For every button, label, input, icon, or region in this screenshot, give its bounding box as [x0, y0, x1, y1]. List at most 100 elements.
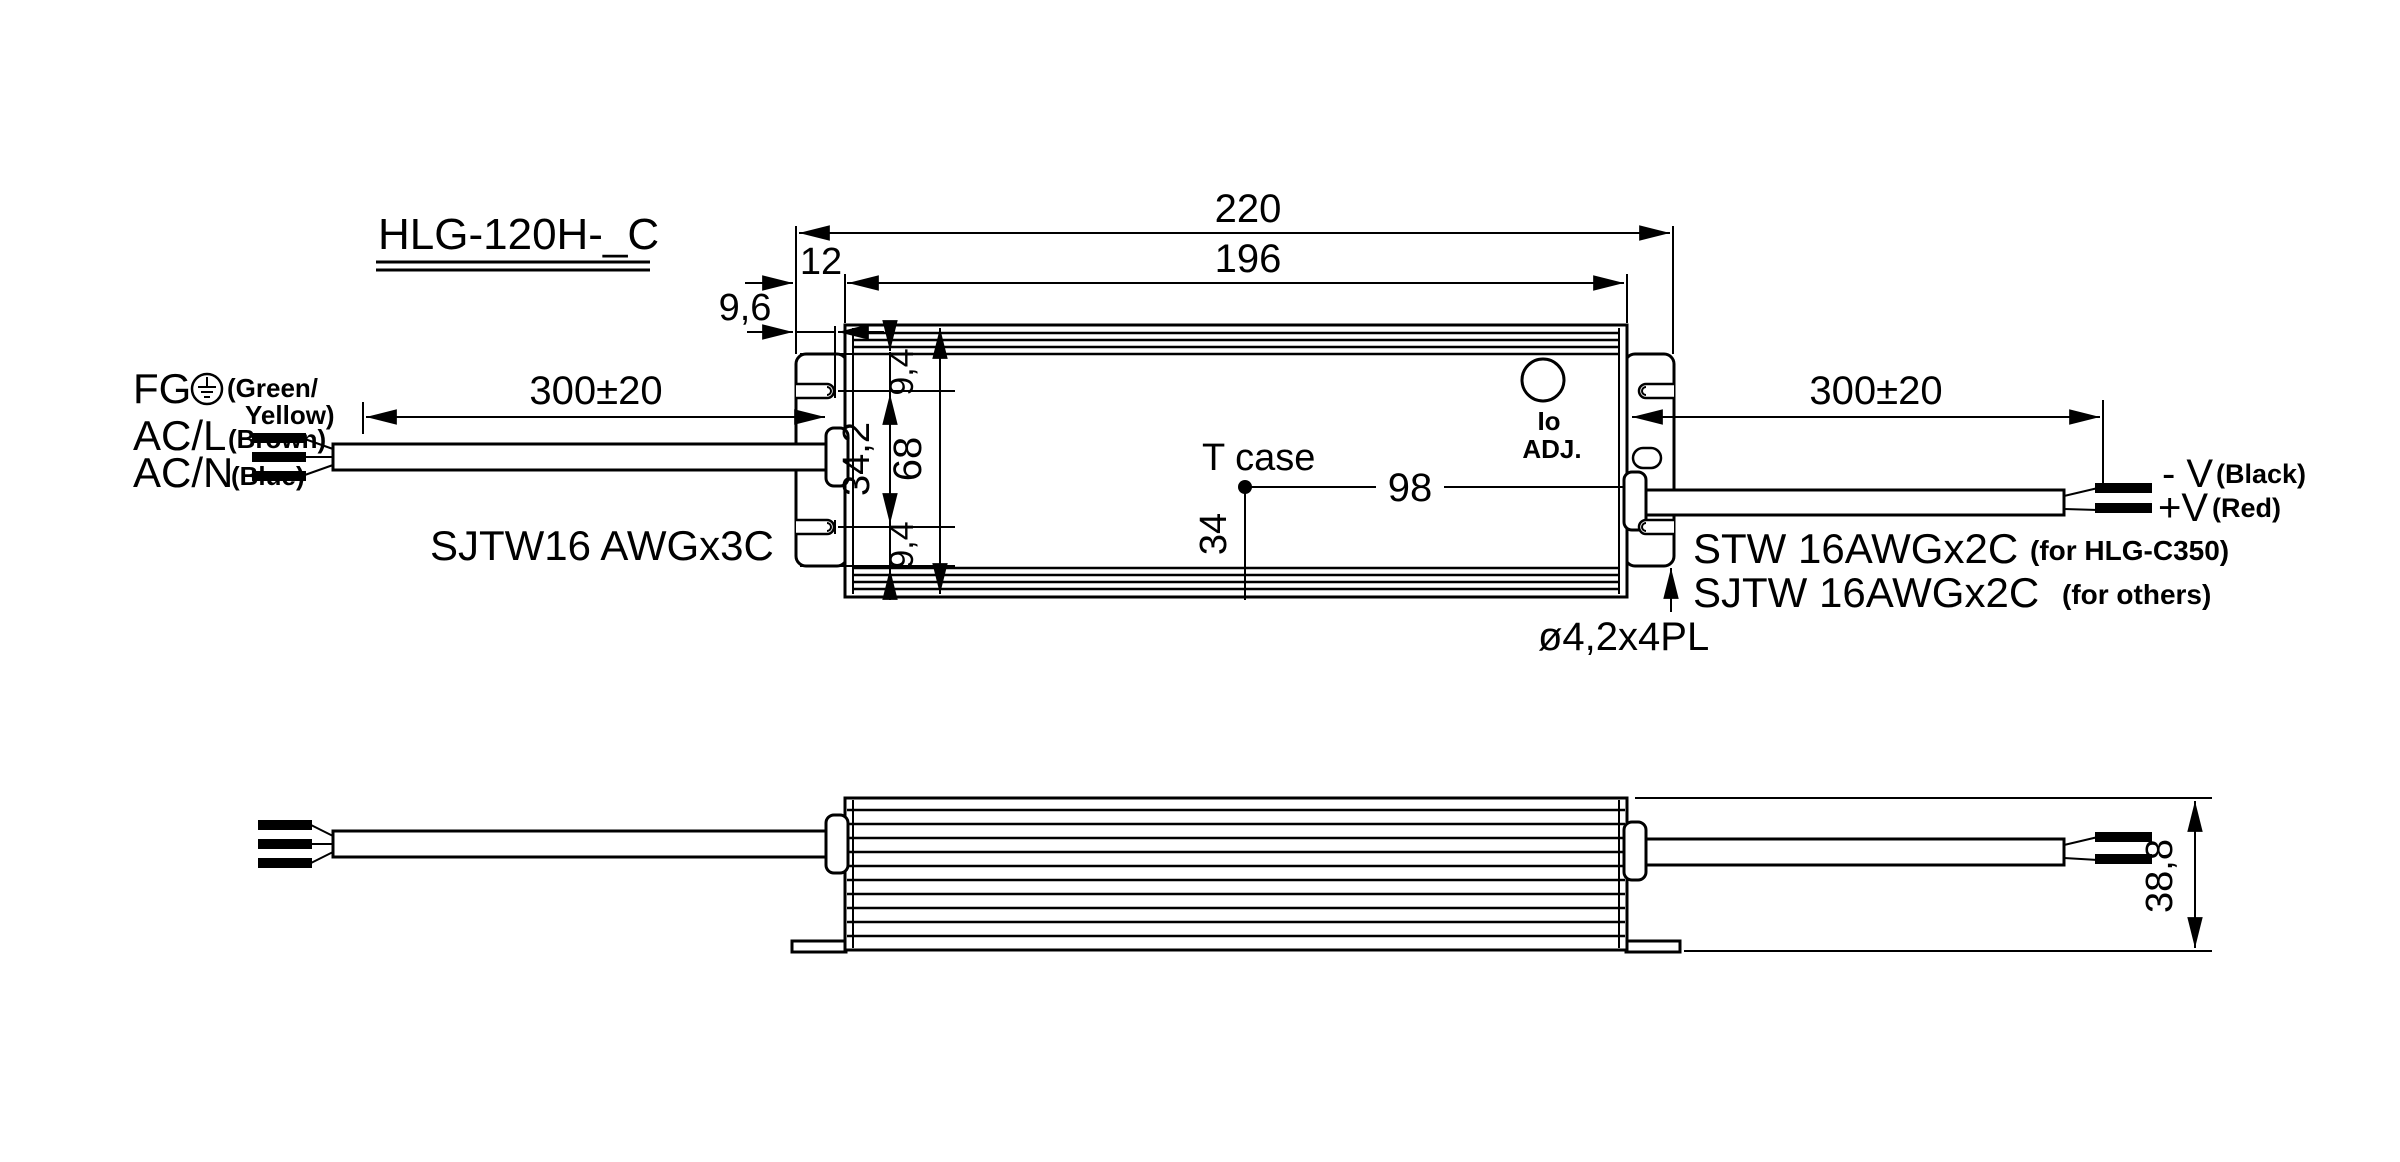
side-output-tip-2	[2095, 854, 2152, 864]
side-input-cable	[258, 820, 829, 868]
dim-slot-top-offset: 9,4	[883, 348, 921, 395]
vertical-dimensions: 9,4 34,2 9,4 68	[800, 320, 955, 600]
fg-label: FG	[133, 365, 191, 412]
height-dimension: 38,8	[1635, 797, 2212, 952]
dim-slot-spacing: 34,2	[836, 422, 878, 496]
side-output-tip-1	[2095, 832, 2152, 842]
output-wire-tip-vminus	[2095, 483, 2152, 493]
input-cable-jacket	[331, 442, 832, 472]
side-output-strand-1	[2063, 836, 2099, 846]
input-cable-gland	[824, 426, 850, 488]
dim-slot-edge-offset: 9,6	[719, 287, 772, 329]
side-input-tip-3	[258, 858, 312, 868]
side-input-tip-1	[258, 820, 312, 830]
left-bracket-foot	[790, 939, 848, 954]
dim-output-cable-length: 300±20	[1809, 369, 1942, 413]
adjustment-potentiometer-icon	[1520, 357, 1566, 403]
dim-bracket-offset: 12	[800, 241, 842, 283]
left-bracket-slots	[796, 382, 836, 536]
input-cable	[252, 433, 832, 481]
side-input-strand-1	[310, 824, 334, 837]
top-view: Io ADJ. T case 98 34 220 196	[133, 187, 2306, 659]
input-wire-strand-1	[301, 437, 334, 450]
v-minus-label: - V	[2162, 452, 2213, 496]
side-input-cable-jacket	[331, 829, 829, 859]
adj-label-line1: Io	[1537, 406, 1560, 436]
case-body-top-view	[843, 323, 1629, 599]
ac-neutral-label: AC/N	[133, 449, 233, 496]
right-slot-bottom-screw-mark	[1641, 522, 1647, 532]
right-slot-top-screw-mark	[1641, 386, 1647, 396]
case-bottom-grooves	[853, 566, 1619, 591]
input-wire-tip-line	[252, 452, 306, 462]
ac-line-color-label: (Brown)	[228, 424, 326, 454]
side-input-tip-2	[258, 839, 312, 849]
v-plus-label: +V	[2158, 486, 2208, 530]
side-input-gland	[824, 813, 850, 875]
v-minus-color-label: (Black)	[2216, 459, 2306, 489]
output-cable-dimension: 300±20	[1632, 369, 2104, 488]
right-bracket-slots	[1631, 382, 1674, 536]
side-output-cable-jacket	[1644, 837, 2066, 867]
fg-color-label-2: Yellow)	[245, 400, 335, 430]
fg-color-label-1: (Green/	[227, 373, 318, 403]
adj-label-line2: ADJ.	[1522, 434, 1581, 464]
output-wire-strand-1	[2063, 487, 2099, 497]
output-cable-spec-1: STW 16AWGx2C	[1693, 525, 2018, 572]
tcase-label: T case	[1202, 437, 1315, 479]
output-cable-jacket	[1644, 488, 2066, 517]
side-output-gland	[1622, 820, 1648, 882]
output-cable-note-2: (for others)	[2062, 579, 2211, 610]
dim-tcase-vertical: 34	[1193, 513, 1235, 555]
right-bracket-obround-hole	[1631, 446, 1663, 470]
left-slot-top-screw-mark	[826, 386, 832, 396]
output-wire-strand-2	[2063, 508, 2099, 511]
dim-case-length: 196	[1215, 237, 1282, 281]
output-cable-note-1: (for HLG-C350)	[2030, 535, 2229, 566]
tcase-reference: T case 98 34	[1193, 437, 1625, 600]
side-case-outline	[843, 796, 1629, 952]
left-slot-top	[796, 382, 836, 400]
dim-overall-length: 220	[1215, 187, 1282, 231]
right-bracket-foot	[1624, 939, 1682, 954]
side-output-strand-2	[2063, 857, 2099, 861]
side-output-cable	[1644, 832, 2152, 867]
drawing-title: HLG-120H-_C	[376, 210, 659, 272]
v-plus-color-label: (Red)	[2212, 493, 2281, 523]
side-view: 38,8	[258, 796, 2212, 954]
right-slot-top	[1637, 382, 1674, 400]
output-wire-tip-vplus	[2095, 503, 2152, 513]
input-wire-strand-3	[301, 464, 334, 477]
dim-case-height: 38,8	[2139, 839, 2181, 913]
dim-slot-bottom-offset: 9,4	[883, 521, 921, 568]
horizontal-dimensions: 220 196 12 9,6	[719, 187, 1674, 386]
case-top-grooves	[853, 331, 1619, 356]
input-cable-spec: SJTW16 AWGx3C	[430, 522, 774, 569]
input-cable-dimension: 300±20	[362, 369, 825, 434]
dim-input-cable-length: 300±20	[529, 369, 662, 413]
case-body-side-view	[843, 796, 1629, 952]
heatsink-fins	[847, 808, 1625, 938]
output-cable-spec-2: SJTW 16AWGx2C	[1693, 569, 2039, 616]
page-title: HLG-120H-_C	[378, 210, 659, 259]
mounting-hole-callout: ø4,2x4PL	[1538, 568, 1709, 659]
dim-tcase-horizontal: 98	[1388, 466, 1433, 510]
side-input-strand-3	[310, 851, 334, 864]
input-wire-tip-neutral	[252, 471, 306, 481]
dim-case-width: 68	[886, 437, 930, 482]
current-adjust-pot: Io ADJ.	[1520, 357, 1582, 464]
left-slot-bottom	[796, 518, 836, 536]
earth-ground-icon	[190, 372, 224, 406]
ac-line-label: AC/L	[133, 412, 226, 459]
output-wire-labels: - V (Black) +V (Red) STW 16AWGx2C (for H…	[1693, 452, 2306, 616]
dim-mounting-hole: ø4,2x4PL	[1538, 615, 1709, 659]
right-slot-bottom	[1637, 518, 1674, 536]
input-wire-labels: FG (Green/ Yellow) AC/L (Brown) AC/N (Bl…	[133, 365, 774, 569]
output-cable	[1644, 483, 2152, 517]
output-cable-gland	[1622, 470, 1648, 532]
case-outline	[843, 323, 1629, 599]
tcase-point-icon	[1238, 480, 1252, 494]
left-slot-bottom-screw-mark	[826, 522, 832, 532]
